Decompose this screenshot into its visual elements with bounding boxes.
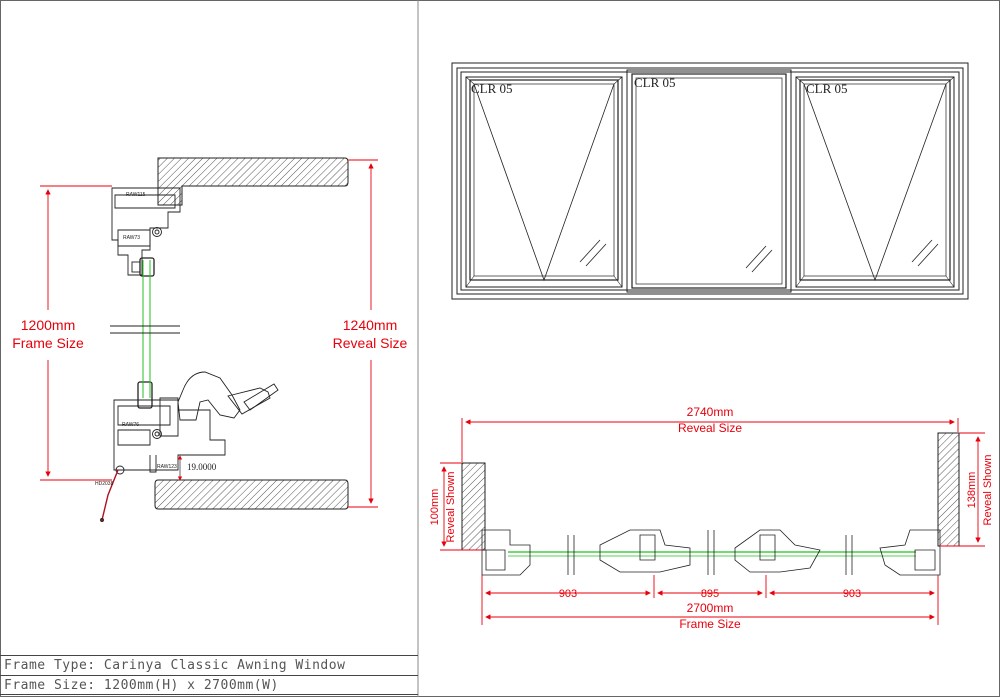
panel-label-2: CLR 05 xyxy=(634,75,676,90)
left-reveal-value: 100mm xyxy=(429,489,441,526)
elevation-panel-2 xyxy=(626,69,792,293)
panel-label-3: CLR 05 xyxy=(806,81,848,96)
profile-code-raw76: RAW76 xyxy=(122,422,139,428)
title-frame-type-row: Frame Type: Carinya Classic Awning Windo… xyxy=(0,655,418,675)
elevation-panel-1 xyxy=(465,76,623,288)
elevation-panel-3 xyxy=(795,76,955,288)
segment-3-width: 903 xyxy=(843,588,861,600)
profile-code-hd2038: HD2038 xyxy=(95,481,114,487)
frame-width-value: 2700mm xyxy=(687,601,734,615)
frame-height-value: 1200mm xyxy=(21,317,75,333)
plan-right-wall xyxy=(937,432,960,547)
segment-1-width: 903 xyxy=(559,588,577,600)
sill-wall xyxy=(154,479,349,510)
title-frame-type: Frame Type: Carinya Classic Awning Windo… xyxy=(4,658,346,673)
plan-frame-profiles xyxy=(481,529,941,576)
head-frame xyxy=(111,187,181,277)
left-reveal-label: Reveal Shown xyxy=(445,472,457,543)
head-wall xyxy=(157,157,349,206)
frame-height-label: Frame Size xyxy=(12,335,84,351)
plan-view: 2740mm Reveal Size 100mm Reveal Shown 13… xyxy=(429,405,994,631)
right-reveal-dimension xyxy=(940,432,985,547)
profile-code-raw115: RAW115 xyxy=(126,192,146,198)
segment-2-width: 895 xyxy=(701,588,719,600)
left-reveal-dimension xyxy=(440,462,482,551)
front-elevation xyxy=(451,62,969,300)
title-block: Frame Type: Carinya Classic Awning Windo… xyxy=(0,655,418,697)
title-frame-size: Frame Size: 1200mm(H) x 2700mm(W) xyxy=(4,678,279,693)
title-frame-size-row: Frame Size: 1200mm(H) x 2700mm(W) xyxy=(0,675,418,695)
segment-dimensions xyxy=(481,575,939,625)
panel-label-1: CLR 05 xyxy=(471,81,513,96)
right-reveal-label: Reveal Shown xyxy=(982,455,994,526)
sill-frame xyxy=(100,371,279,522)
profile-code-raw123: RAW123 xyxy=(157,464,177,470)
sill-dimension: 19.0000 xyxy=(187,462,217,472)
glass-unit xyxy=(110,260,180,398)
reveal-width-dimension xyxy=(461,418,959,462)
plan-left-wall xyxy=(461,462,486,551)
frame-width-label: Frame Size xyxy=(679,617,741,631)
reveal-width-value: 2740mm xyxy=(687,405,734,419)
vertical-section: RAW115 RAW73 RAW76 RAW123 HD2038 19.0000… xyxy=(12,157,408,522)
reveal-height-dimension xyxy=(348,159,378,508)
reveal-height-value: 1240mm xyxy=(343,317,397,333)
reveal-width-label: Reveal Size xyxy=(678,421,742,435)
frame-height-dimension xyxy=(40,185,112,481)
reveal-height-label: Reveal Size xyxy=(333,335,408,351)
right-reveal-value: 138mm xyxy=(966,472,978,509)
profile-code-raw73: RAW73 xyxy=(123,235,140,241)
